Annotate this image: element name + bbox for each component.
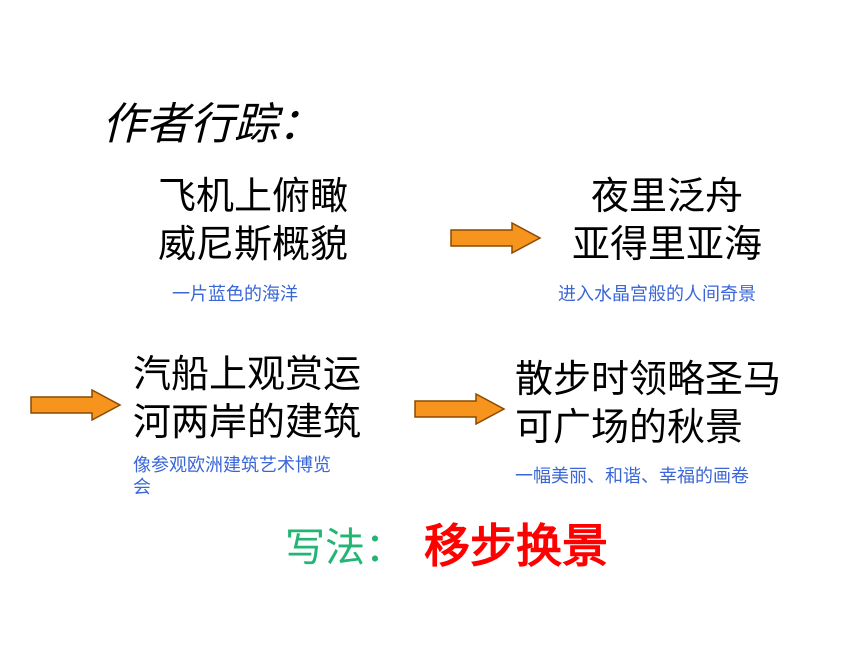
step-1-line-2: 威尼斯概貌 [158, 222, 349, 266]
right-arrow-icon [30, 389, 122, 421]
step-3-line-1: 汽船上观赏运 [133, 352, 362, 396]
step-3-note: 像参观欧洲建筑艺术博览 会 [133, 455, 331, 499]
step-1-note: 一片蓝色的海洋 [172, 284, 298, 305]
page-title: 作者行踪： [102, 99, 322, 150]
step-3-text: 汽船上观赏运 河两岸的建筑 [133, 350, 361, 446]
step-4-line-1: 散步时领略圣马 [515, 357, 782, 401]
step-2-text: 夜里泛舟 亚得里亚海 [572, 172, 762, 268]
step-1-text: 飞机上俯瞰 威尼斯概貌 [158, 172, 348, 268]
right-arrow-icon [414, 393, 506, 425]
step-4-note: 一幅美丽、和谐、幸福的画卷 [515, 466, 749, 487]
method-label: 写法： [285, 525, 405, 571]
step-4-line-2: 可广场的秋景 [515, 405, 744, 449]
step-1-line-1: 飞机上俯瞰 [158, 174, 349, 218]
right-arrow-icon [450, 222, 542, 254]
step-2-line-1: 夜里泛舟 [591, 174, 744, 218]
step-3-note-line-2: 会 [133, 477, 151, 498]
step-2-note: 进入水晶宫般的人间奇景 [558, 284, 756, 305]
step-3-note-line-1: 像参观欧洲建筑艺术博览 [133, 455, 331, 476]
step-3-line-2: 河两岸的建筑 [133, 400, 362, 444]
step-4-text: 散步时领略圣马 可广场的秋景 [515, 355, 781, 451]
step-2-line-2: 亚得里亚海 [572, 222, 763, 266]
method-value: 移步换景 [424, 519, 608, 573]
